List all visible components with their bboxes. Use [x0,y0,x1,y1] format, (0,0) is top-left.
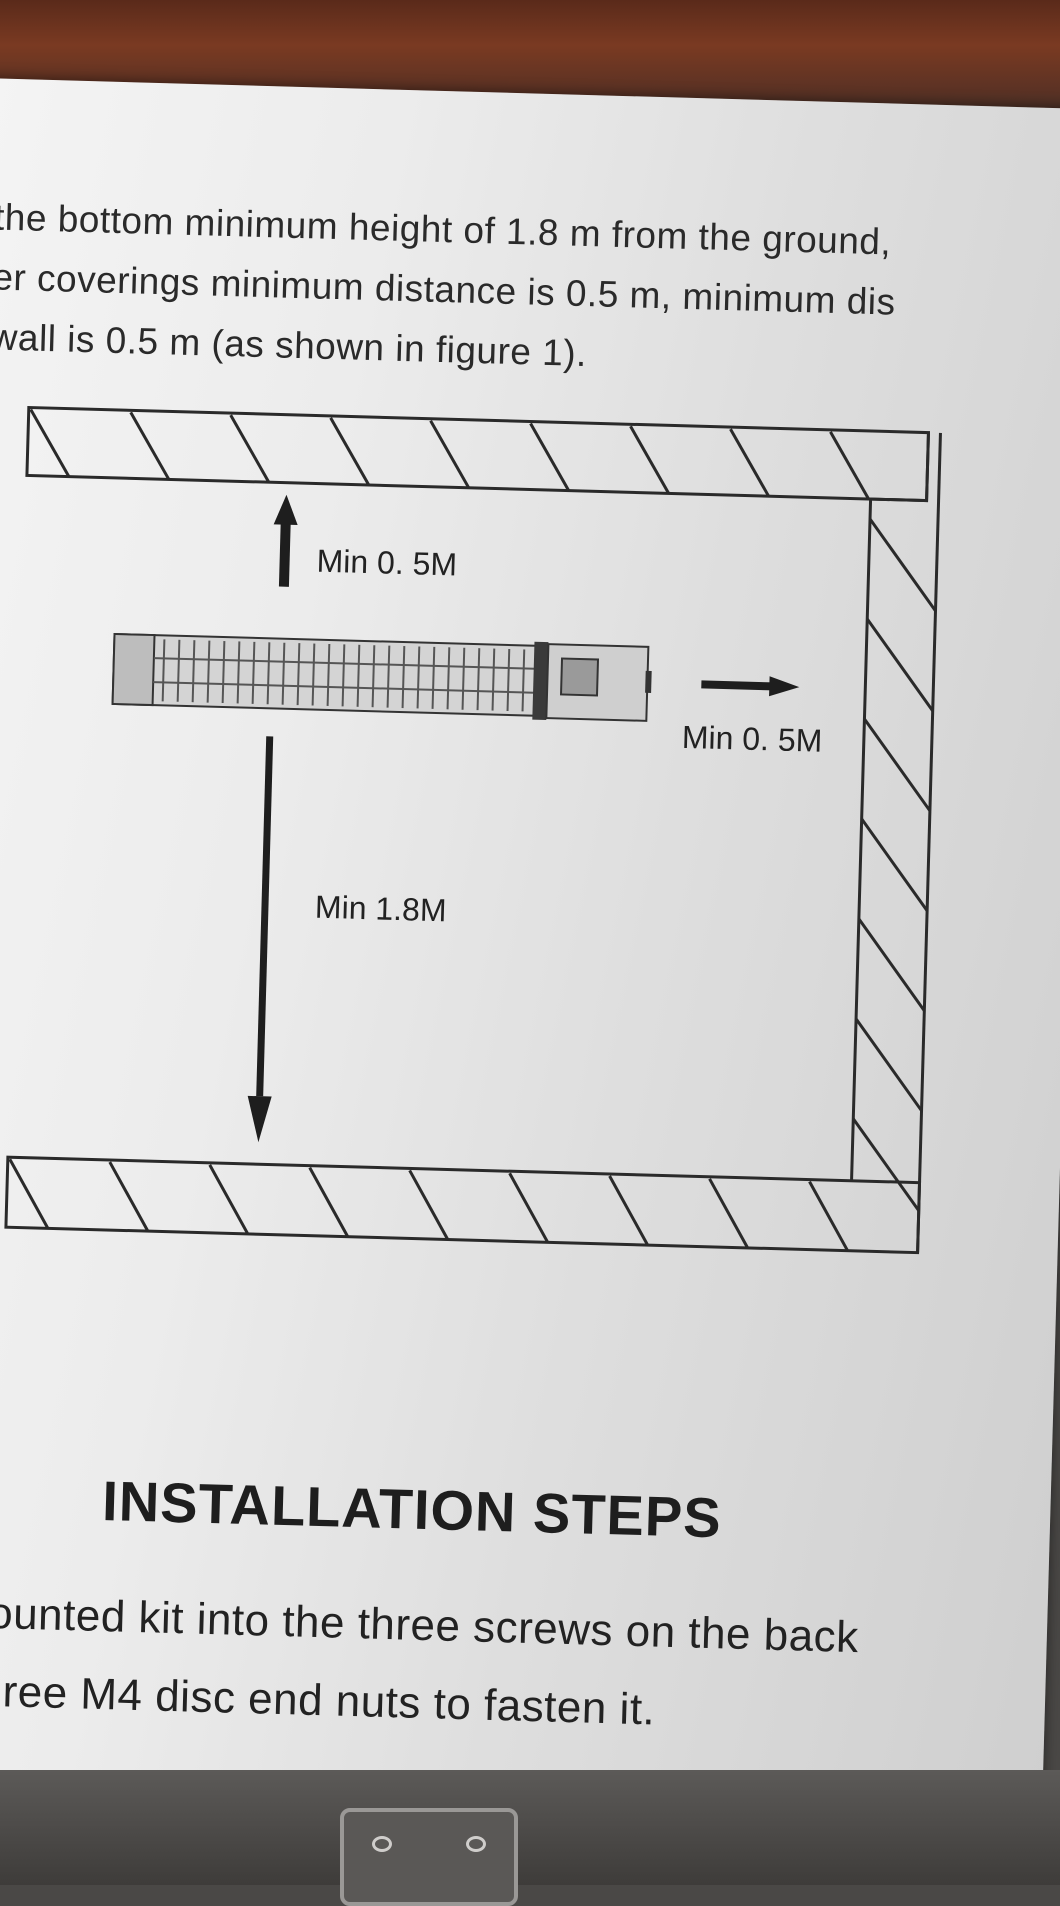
intro-line-3: wall is 0.5 m (as shown in figure 1). [0,316,588,375]
arrow-up-to-ceiling [273,494,298,587]
heater-illustration [111,632,652,722]
label-min-bottom: Min 1.8M [314,889,447,929]
mounting-bracket-icon [340,1808,518,1906]
ceiling-hatched-block [25,405,931,503]
step-text-line-2: three M4 disc end nuts to fasten it. [0,1666,656,1735]
intro-line-2: er coverings minimum distance is 0.5 m, … [0,256,897,323]
next-page-dark-area [0,1770,1060,1885]
screw-hole-icon [372,1836,392,1852]
screw-hole-icon [466,1836,486,1852]
floor-hatched-block [4,1155,922,1255]
step-text-line-1: mounted kit into the three screws on the… [0,1587,860,1663]
label-min-right: Min 0. 5M [681,719,822,759]
label-min-top: Min 0. 5M [316,543,457,583]
intro-line-1: the bottom minimum height of 1.8 m from … [0,196,892,263]
section-heading: INSTALLATION STEPS [101,1468,723,1550]
manual-page: the bottom minimum height of 1.8 m from … [0,78,1060,1809]
installation-clearance-figure: Min 0. 5M Min 0. 5M Min 1.8M [4,405,942,1255]
arrow-right-to-wall [701,676,800,697]
wall-hatched-block [850,432,942,1253]
arrow-down-to-floor [247,736,274,1143]
